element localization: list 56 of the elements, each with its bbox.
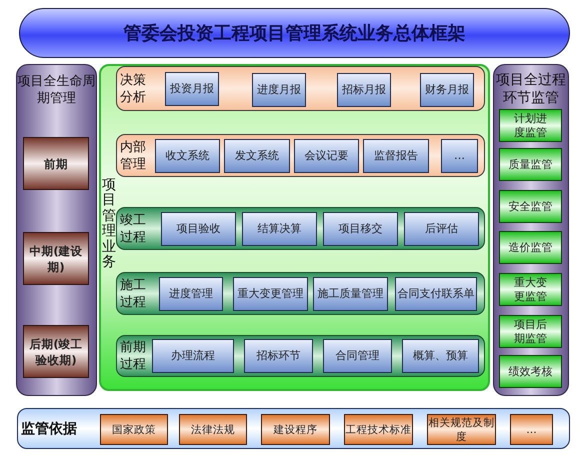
row-panel [116, 207, 485, 250]
module-tile: 招标环节 [244, 339, 313, 373]
row-label: 施工过程 [120, 276, 146, 310]
row-label: 竣工过程 [120, 212, 146, 246]
module-tile: 项目移交 [323, 212, 398, 246]
phase-tile: 前期 [23, 137, 89, 190]
panel-heading: 项目全生命周期管理 [17, 73, 96, 107]
supervision-tile: 重大变更监管 [499, 273, 562, 306]
basis-tile: 法律法规 [179, 414, 247, 445]
module-tile: 监督报告 [363, 139, 429, 173]
row-panel [116, 66, 485, 111]
module-tile: 收文系统 [155, 139, 220, 173]
supervision-tile: 项目后期监管 [499, 315, 562, 348]
row-panel [116, 272, 485, 315]
supervision-tile: 绩效考核 [499, 355, 562, 388]
basis-tile: 国家政策 [100, 414, 168, 445]
basis-tile: 工程技术标准 [344, 414, 413, 445]
module-tile: 概算、预算 [402, 339, 479, 373]
row-panel [116, 335, 485, 377]
side-panel [493, 64, 569, 396]
vertical-label: 项目管理业务 [102, 178, 116, 270]
module-tile: 施工质量管理 [313, 277, 388, 311]
row-label: 决策分析 [120, 72, 146, 106]
module-tile: 办理流程 [152, 339, 234, 373]
row-label: 前期过程 [120, 339, 146, 373]
module-tile: 进度月报 [252, 73, 306, 107]
module-tile: 投资月报 [165, 72, 219, 106]
module-tile: 发文系统 [224, 139, 290, 173]
row-panel [116, 134, 485, 177]
basis-tile: … [510, 414, 553, 445]
module-tile: 合同支付联系单 [395, 277, 477, 311]
basis-bar [17, 408, 570, 449]
basis-tile: 相关规范及制度 [427, 414, 496, 445]
module-tile: 结算决算 [242, 212, 317, 246]
bar-label: 监管依据 [21, 420, 77, 438]
module-tile: … [441, 139, 478, 173]
module-tile: 重大变更管理 [233, 277, 308, 311]
module-tile: 合同管理 [323, 339, 392, 373]
supervision-tile: 造价监管 [499, 231, 562, 264]
supervision-tile: 计划进度监管 [499, 109, 562, 142]
phase-tile: 后期(竣工验收期) [23, 325, 89, 378]
content-panel [99, 64, 490, 391]
phase-tile: 中期(建设期) [23, 232, 89, 285]
module-tile: 招标月报 [337, 73, 391, 107]
supervision-tile: 安全监管 [499, 190, 562, 223]
title-banner: 管委会投资工程项目管理系统业务总体框架 [19, 8, 570, 58]
module-tile: 后评估 [404, 212, 479, 246]
module-tile: 进度管理 [159, 277, 223, 311]
row-label: 内部管理 [120, 138, 146, 172]
side-panel [16, 64, 97, 396]
supervision-tile: 质量监管 [499, 148, 562, 181]
module-tile: 会议记要 [294, 139, 359, 173]
panel-heading: 项目全过程环节监管 [495, 71, 567, 107]
basis-tile: 建设程序 [261, 414, 330, 445]
module-tile: 项目验收 [161, 212, 236, 246]
module-tile: 财务月报 [420, 73, 474, 107]
